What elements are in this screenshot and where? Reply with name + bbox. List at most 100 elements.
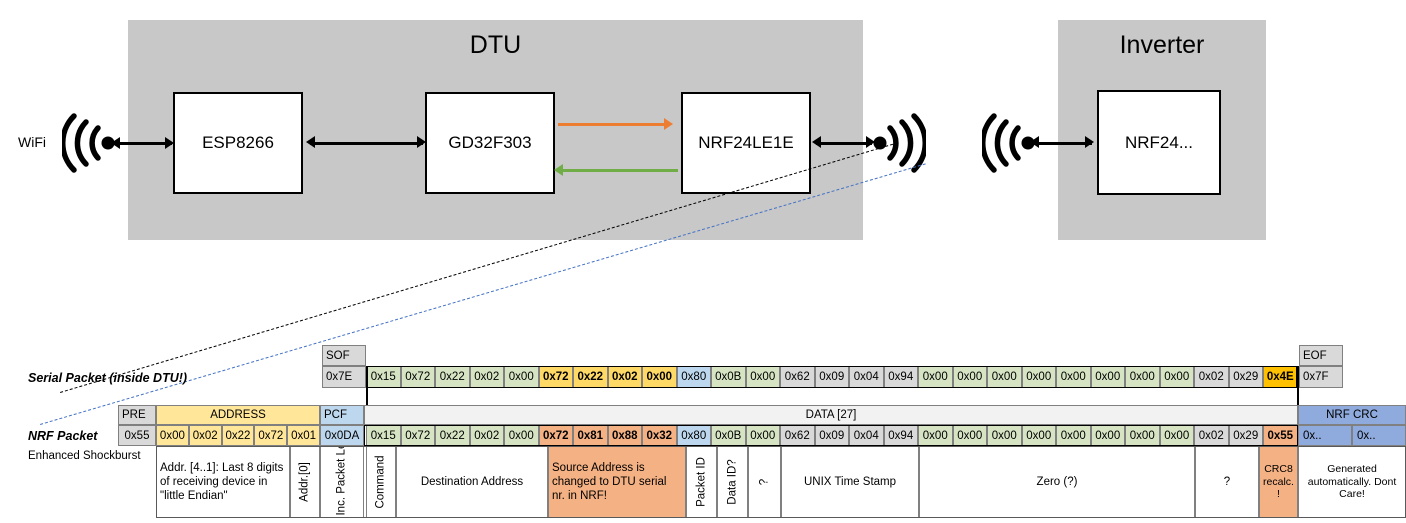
nrf-byte-address-3: 0x72 xyxy=(254,425,288,446)
nrf-byte-data-7: 0x88 xyxy=(607,425,642,446)
serial-byte-8: 0x00 xyxy=(642,366,677,388)
inverter-enclosure: Inverter xyxy=(1058,20,1266,240)
serial-byte-16: 0x00 xyxy=(918,366,953,388)
nrf-to-gd32-arrowhead xyxy=(554,164,563,176)
destination-address-desc: Destination Address xyxy=(396,446,548,518)
chip-gd32f303-label: GD32F303 xyxy=(448,133,532,152)
nrf-byte-crc-0: 0x.. xyxy=(1298,425,1352,446)
serial-byte-10: 0x0B xyxy=(711,366,746,388)
nrf-header-crc: NRF CRC xyxy=(1298,405,1406,425)
nrf-byte-address-1: 0x02 xyxy=(188,425,222,446)
chip-nrf24-inverter-label: NRF24... xyxy=(1124,132,1194,152)
command-desc-text: Command xyxy=(374,455,387,509)
serial-byte-23: 0x00 xyxy=(1159,366,1194,388)
inverter-title: Inverter xyxy=(1119,31,1205,59)
addr0-desc-text: Addr.[0] xyxy=(298,462,311,502)
serial-byte-20: 0x00 xyxy=(1056,366,1091,388)
nrf-byte-data-15: 0x94 xyxy=(883,425,918,446)
nrf-byte-data-20: 0x00 xyxy=(1056,425,1091,446)
dtu-radio-antenna-icon xyxy=(873,113,926,173)
nrf-to-gd32-arrow-line xyxy=(562,169,678,172)
serial-byte-5: 0x72 xyxy=(538,366,573,388)
nrf-to-antenna-arrowhead-left xyxy=(812,136,821,148)
serial-byte-3: 0x02 xyxy=(469,366,504,388)
serial-byte-4: 0x00 xyxy=(504,366,539,388)
chip-gd32f303: GD32F303 xyxy=(425,92,555,194)
nrf-byte-data-23: 0x00 xyxy=(1159,425,1194,446)
serial-eof-value: 0x7F xyxy=(1299,366,1343,388)
command-desc: Command xyxy=(366,446,396,518)
serial-byte-18: 0x00 xyxy=(987,366,1022,388)
nrf-packet-row-sublabel: Enhanced Shockburst xyxy=(28,450,141,462)
serial-byte-17: 0x00 xyxy=(952,366,987,388)
wifi-label: WiFi xyxy=(18,134,46,150)
nrf-byte-data-9: 0x80 xyxy=(676,425,711,446)
serial-byte-14: 0x04 xyxy=(849,366,884,388)
unknown1-desc: ? xyxy=(748,446,781,518)
serial-data-start-tie xyxy=(366,366,368,426)
chip-nrf24le1e-label: NRF24LE1E xyxy=(698,133,794,152)
wifi-to-esp-arrowhead-left xyxy=(111,137,120,149)
serial-byte-12: 0x62 xyxy=(780,366,815,388)
packet-id-desc: Packet ID xyxy=(686,446,717,518)
unix-timestamp-desc: UNIX Time Stamp xyxy=(781,446,919,518)
inverter-antenna-arrowhead-right xyxy=(1085,136,1094,148)
nrf-byte-data-8: 0x32 xyxy=(642,425,677,446)
serial-sof-header: SOF xyxy=(322,345,366,366)
nrf-byte-data-13: 0x09 xyxy=(814,425,849,446)
addr0-desc: Addr.[0] xyxy=(290,446,320,518)
gd32-to-nrf-arrowhead xyxy=(664,118,673,130)
serial-byte-15: 0x94 xyxy=(883,366,918,388)
wifi-to-esp-arrow-line xyxy=(114,142,172,145)
nrf-crc-desc: Generated automatically. Dont Care! xyxy=(1298,446,1406,518)
packet-length-desc: 9 Bit!Inc. Packet Length xyxy=(320,446,364,518)
serial-byte-22: 0x00 xyxy=(1125,366,1160,388)
unknown2-desc: ? xyxy=(1195,446,1259,518)
data-id-desc-text: Data ID? xyxy=(725,459,738,505)
serial-eof-header: EOF xyxy=(1299,345,1343,366)
packet-id-desc-text: Packet ID xyxy=(694,457,707,507)
nrf-byte-data-16: 0x00 xyxy=(918,425,953,446)
serial-byte-9: 0x80 xyxy=(676,366,711,388)
nrf-byte-data-11: 0x00 xyxy=(745,425,780,446)
nrf-byte-pcf: 0x0DA xyxy=(320,425,364,446)
serial-byte-0: 0x15 xyxy=(366,366,401,388)
data-id-desc: Data ID? xyxy=(717,446,748,518)
serial-byte-25: 0x29 xyxy=(1228,366,1263,388)
unknown1-desc-text: ? xyxy=(757,478,770,486)
serial-packet-row-label: Serial Packet (inside DTU!) xyxy=(28,371,188,385)
gd32-to-nrf-arrow-line xyxy=(558,123,668,126)
nrf-byte-data-21: 0x00 xyxy=(1090,425,1125,446)
serial-byte-7: 0x02 xyxy=(607,366,642,388)
serial-byte-6: 0x22 xyxy=(573,366,608,388)
nrf-byte-data-26: 0x55 xyxy=(1263,425,1298,446)
serial-byte-21: 0x00 xyxy=(1090,366,1125,388)
nrf-byte-address-0: 0x00 xyxy=(156,425,189,446)
zero-desc: Zero (?) xyxy=(919,446,1195,518)
nrf-byte-pre: 0x55 xyxy=(118,425,156,446)
source-address-desc: Source Address is changed to DTU serial … xyxy=(548,446,686,518)
nrf-byte-data-24: 0x02 xyxy=(1194,425,1229,446)
chip-esp8266: ESP8266 xyxy=(173,92,303,194)
packet-length-desc-text: 9 Bit!Inc. Packet Length xyxy=(335,446,348,516)
serial-byte-11: 0x00 xyxy=(745,366,780,388)
nrf-byte-data-14: 0x04 xyxy=(849,425,884,446)
serial-byte-24: 0x02 xyxy=(1194,366,1229,388)
nrf-byte-data-2: 0x22 xyxy=(435,425,470,446)
serial-byte-1: 0x72 xyxy=(400,366,435,388)
serial-byte-13: 0x09 xyxy=(814,366,849,388)
nrf-header-address: ADDRESS xyxy=(156,405,320,425)
esp-to-gd32-arrow-line xyxy=(310,142,423,145)
crc8-desc: CRC8 recalc. ! xyxy=(1259,446,1298,518)
esp-to-gd32-arrowhead-right xyxy=(417,136,426,148)
nrf-byte-data-5: 0x72 xyxy=(538,425,573,446)
chip-nrf24le1e: NRF24LE1E xyxy=(681,92,811,194)
nrf-byte-data-22: 0x00 xyxy=(1125,425,1160,446)
nrf-byte-data-25: 0x29 xyxy=(1228,425,1263,446)
wifi-to-esp-arrowhead-right xyxy=(165,137,174,149)
nrf-to-antenna-arrowhead-right xyxy=(866,136,875,148)
nrf-header-data: DATA [27] xyxy=(364,405,1298,425)
nrf-byte-data-18: 0x00 xyxy=(987,425,1022,446)
nrf-packet-row-label: NRF Packet xyxy=(28,429,98,443)
serial-data-end-tie xyxy=(1297,366,1299,426)
